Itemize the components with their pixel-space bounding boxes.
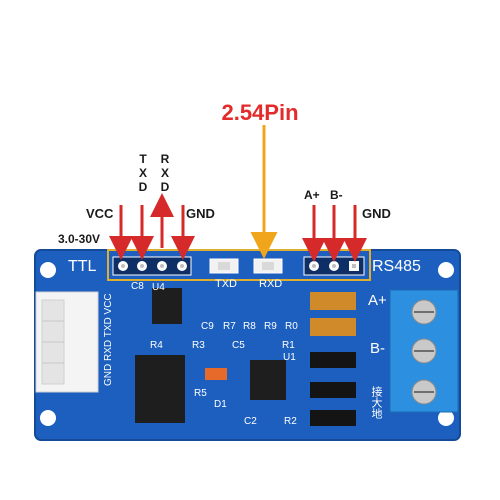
silk-b-minus: B- (370, 340, 385, 357)
silk-r8: R8 (243, 321, 256, 332)
silk-c2: C2 (244, 416, 257, 427)
silk-gnd-rxd-txd-vcc: GND RXD TXD VCC (103, 293, 114, 386)
ttl-pin-header (112, 256, 192, 276)
pin-header-highlight (107, 249, 371, 281)
silk-vcc-v: VCC (103, 293, 114, 315)
jst-connector (35, 291, 99, 393)
silk-rs485: RS485 (372, 258, 421, 275)
silk-ground-cn: 接大地 (370, 386, 382, 419)
label-voltage-range: 3.0-30V (58, 232, 101, 246)
diode-5 (310, 410, 356, 426)
label-gnd-left: GND (186, 206, 215, 221)
rs485-pin-header (303, 256, 365, 276)
silk-d1: D1 (214, 399, 227, 410)
silk-r4: R4 (150, 340, 163, 351)
silk-r7: R7 (223, 321, 236, 332)
silk-c9: C9 (201, 321, 214, 332)
silk-u1: U1 (283, 352, 296, 363)
mounting-hole-top-right (438, 262, 454, 278)
silk-rxd: RXD (259, 278, 283, 290)
silk-txd: TXD (215, 278, 237, 290)
tvs-diode-1 (310, 292, 356, 310)
label-rxd: RXD (160, 152, 170, 194)
diode-4 (310, 382, 356, 398)
silk-c5: C5 (232, 340, 245, 351)
label-gnd-right: GND (362, 206, 391, 221)
silk-r3: R3 (192, 340, 205, 351)
silk-a-plus: A+ (368, 292, 387, 309)
silk-c8: C8 (131, 281, 144, 292)
tvs-diode-2 (310, 318, 356, 336)
silk-rxd-v: RXD (103, 339, 114, 361)
ic-u1 (250, 360, 286, 400)
silk-txd-v: TXD (103, 317, 114, 338)
mounting-hole-bottom-left (40, 410, 56, 426)
screw-terminal-block (389, 289, 459, 413)
silk-ttl: TTL (68, 258, 97, 275)
silk-r5: R5 (194, 388, 207, 399)
diode-3 (310, 352, 356, 368)
pin-pitch-title: 2.54Pin (221, 100, 299, 125)
silk-r2: R2 (284, 416, 297, 427)
silk-r0: R0 (285, 321, 298, 332)
silk-gnd: GND (103, 363, 114, 386)
silk-u4: U4 (152, 282, 165, 293)
label-vcc: VCC (86, 206, 114, 221)
ic-u2 (135, 355, 185, 423)
mounting-hole-bottom-right (438, 410, 454, 426)
mounting-hole-top-left (40, 262, 56, 278)
silk-r9: R9 (264, 321, 277, 332)
label-txd: TXD (138, 152, 148, 194)
label-a-plus: A+ (304, 188, 320, 202)
diode-d1 (205, 368, 227, 380)
regulator-u4 (152, 288, 182, 324)
label-b-minus: B- (330, 188, 343, 202)
silk-r1: R1 (282, 340, 295, 351)
